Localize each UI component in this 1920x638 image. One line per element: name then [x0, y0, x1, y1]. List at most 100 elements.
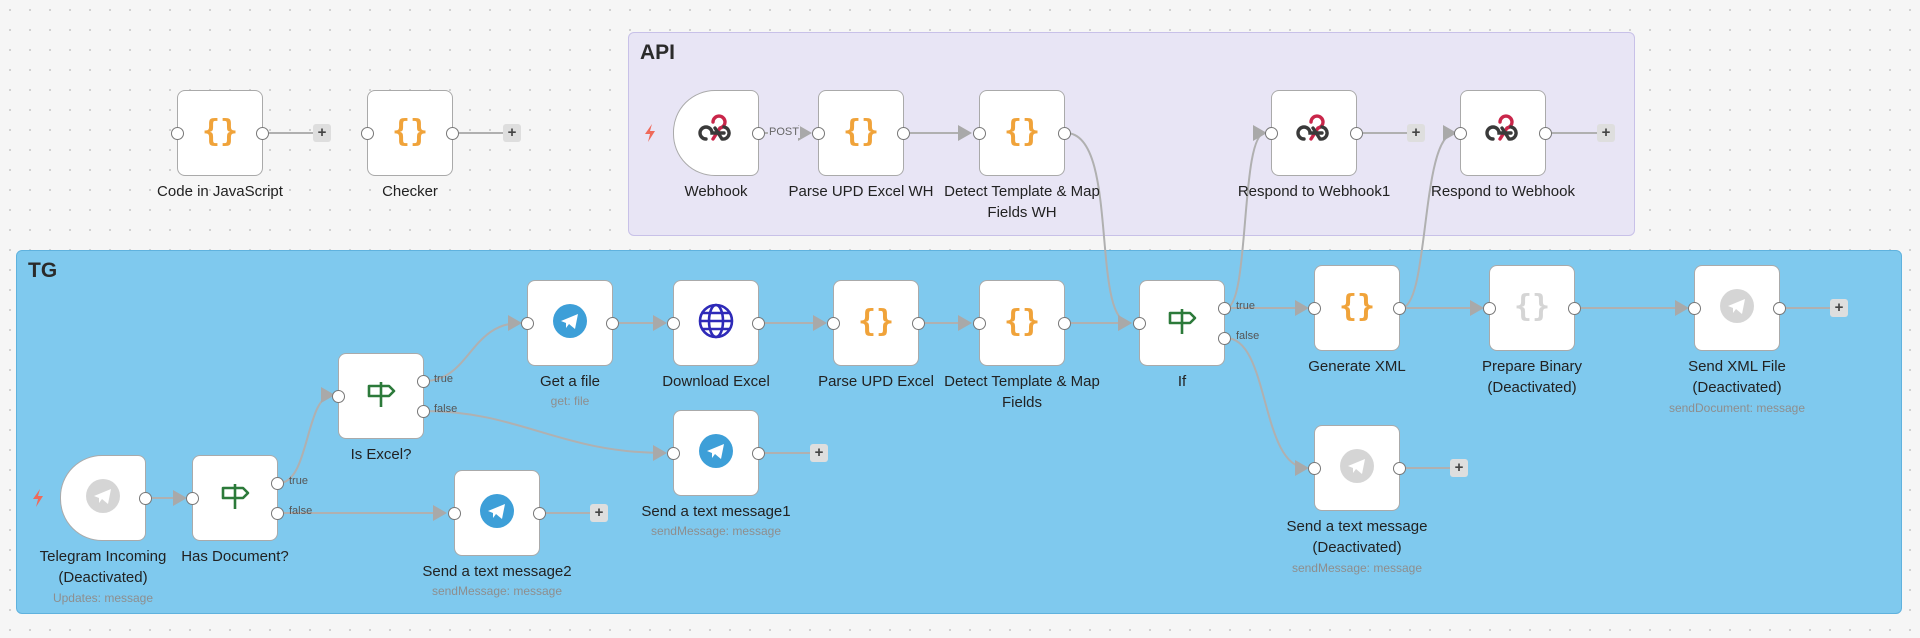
node-respond-to-webhook1[interactable]: [1265, 90, 1363, 176]
input-port[interactable]: [1688, 302, 1701, 315]
input-port[interactable]: [448, 507, 461, 520]
output-port[interactable]: [446, 127, 459, 140]
telegram-icon: [479, 493, 515, 534]
input-port[interactable]: [812, 127, 825, 140]
svg-text:{}: {}: [392, 114, 428, 149]
output-port[interactable]: [897, 127, 910, 140]
input-port[interactable]: [1483, 302, 1496, 315]
node-label: Telegram Incoming (Deactivated): [39, 548, 167, 586]
node-subtitle: Updates: message: [52, 591, 154, 605]
output-port-false[interactable]: [271, 507, 284, 520]
node-respond-to-webhook[interactable]: [1454, 90, 1552, 176]
input-port[interactable]: [827, 317, 840, 330]
output-port-true[interactable]: [1218, 302, 1231, 315]
add-node-button[interactable]: +: [1597, 124, 1615, 142]
input-port[interactable]: [667, 447, 680, 460]
output-port[interactable]: [1350, 127, 1363, 140]
add-node-button[interactable]: +: [1407, 124, 1425, 142]
node-webhook[interactable]: [673, 90, 765, 176]
node-detect-template-wh[interactable]: {}: [973, 90, 1071, 176]
node-telegram-incoming[interactable]: [60, 455, 152, 541]
branch-label-if-true: true: [1236, 300, 1255, 312]
node-subtitle: sendMessage: message: [431, 584, 563, 598]
input-port[interactable]: [1308, 462, 1321, 475]
input-port[interactable]: [171, 127, 184, 140]
lightning-bolt-icon: [33, 489, 43, 507]
output-port[interactable]: [752, 127, 765, 140]
telegram-icon: [552, 303, 588, 344]
add-node-button[interactable]: +: [810, 444, 828, 462]
add-node-button[interactable]: +: [1830, 299, 1848, 317]
input-port[interactable]: [973, 127, 986, 140]
node-prepare-binary[interactable]: {}: [1483, 265, 1581, 351]
output-port[interactable]: [606, 317, 619, 330]
node-download-excel[interactable]: [667, 280, 765, 366]
node-label: Get a file: [539, 373, 601, 390]
node-detect-template[interactable]: {}: [973, 280, 1071, 366]
node-label: Checker: [382, 183, 438, 200]
node-send-text-message2[interactable]: [448, 470, 546, 556]
output-port[interactable]: [1393, 462, 1406, 475]
input-port[interactable]: [667, 317, 680, 330]
output-port[interactable]: [1773, 302, 1786, 315]
node-send-text-message-deactivated[interactable]: [1308, 425, 1406, 511]
output-port-false[interactable]: [417, 405, 430, 418]
output-port-true[interactable]: [417, 375, 430, 388]
input-port[interactable]: [361, 127, 374, 140]
output-port[interactable]: [1058, 127, 1071, 140]
output-port[interactable]: [1393, 302, 1406, 315]
input-port[interactable]: [186, 492, 199, 505]
input-port[interactable]: [1133, 317, 1146, 330]
output-port[interactable]: [912, 317, 925, 330]
svg-text:{}: {}: [1004, 114, 1040, 149]
input-port[interactable]: [1265, 127, 1278, 140]
node-parse-upd-excel[interactable]: {}: [827, 280, 925, 366]
output-port[interactable]: [139, 492, 152, 505]
node-checker[interactable]: {}: [361, 90, 459, 176]
node-send-text-message1[interactable]: [667, 410, 765, 496]
add-node-button[interactable]: +: [503, 124, 521, 142]
node-parse-upd-excel-wh[interactable]: {}: [812, 90, 910, 176]
node-label: Parse UPD Excel WH: [788, 183, 934, 200]
input-port[interactable]: [521, 317, 534, 330]
node-get-a-file[interactable]: [521, 280, 619, 366]
output-port[interactable]: [1568, 302, 1581, 315]
code-braces-icon: {}: [1002, 111, 1042, 156]
node-has-document[interactable]: [186, 455, 284, 541]
group-title-api: API: [640, 41, 676, 64]
node-label: Send XML File (Deactivated): [1688, 358, 1786, 396]
branch-label-isexcel-false: false: [434, 403, 458, 415]
branch-label-hasdoc-false: false: [289, 505, 313, 517]
output-port[interactable]: [1539, 127, 1552, 140]
edge-label-post: POST: [768, 126, 800, 138]
signpost-if-icon: [1164, 303, 1200, 344]
node-label: Webhook: [684, 183, 748, 200]
node-send-xml-file[interactable]: [1688, 265, 1786, 351]
output-port-true[interactable]: [271, 477, 284, 490]
node-is-excel[interactable]: [332, 353, 430, 439]
input-port[interactable]: [1308, 302, 1321, 315]
output-port[interactable]: [1058, 317, 1071, 330]
node-label: Send a text message1: [641, 503, 791, 520]
add-node-button[interactable]: +: [1450, 459, 1468, 477]
add-node-button[interactable]: +: [313, 124, 331, 142]
input-port[interactable]: [332, 390, 345, 403]
node-generate-xml[interactable]: {}: [1308, 265, 1406, 351]
node-if[interactable]: [1133, 280, 1231, 366]
input-port[interactable]: [1454, 127, 1467, 140]
output-port[interactable]: [256, 127, 269, 140]
webhook-icon: [1296, 113, 1332, 154]
add-node-button[interactable]: +: [590, 504, 608, 522]
output-port[interactable]: [752, 447, 765, 460]
output-port[interactable]: [533, 507, 546, 520]
input-port[interactable]: [973, 317, 986, 330]
output-port-false[interactable]: [1218, 332, 1231, 345]
output-port[interactable]: [752, 317, 765, 330]
code-braces-icon: {}: [1337, 286, 1377, 331]
node-code-in-javascript[interactable]: {}: [171, 90, 269, 176]
node-label: Respond to Webhook1: [1237, 183, 1391, 200]
node-label: Respond to Webhook: [1431, 183, 1575, 200]
svg-text:{}: {}: [202, 114, 238, 149]
telegram-icon: [1339, 448, 1375, 489]
node-label: Detect Template & Map Fields: [944, 373, 1100, 411]
